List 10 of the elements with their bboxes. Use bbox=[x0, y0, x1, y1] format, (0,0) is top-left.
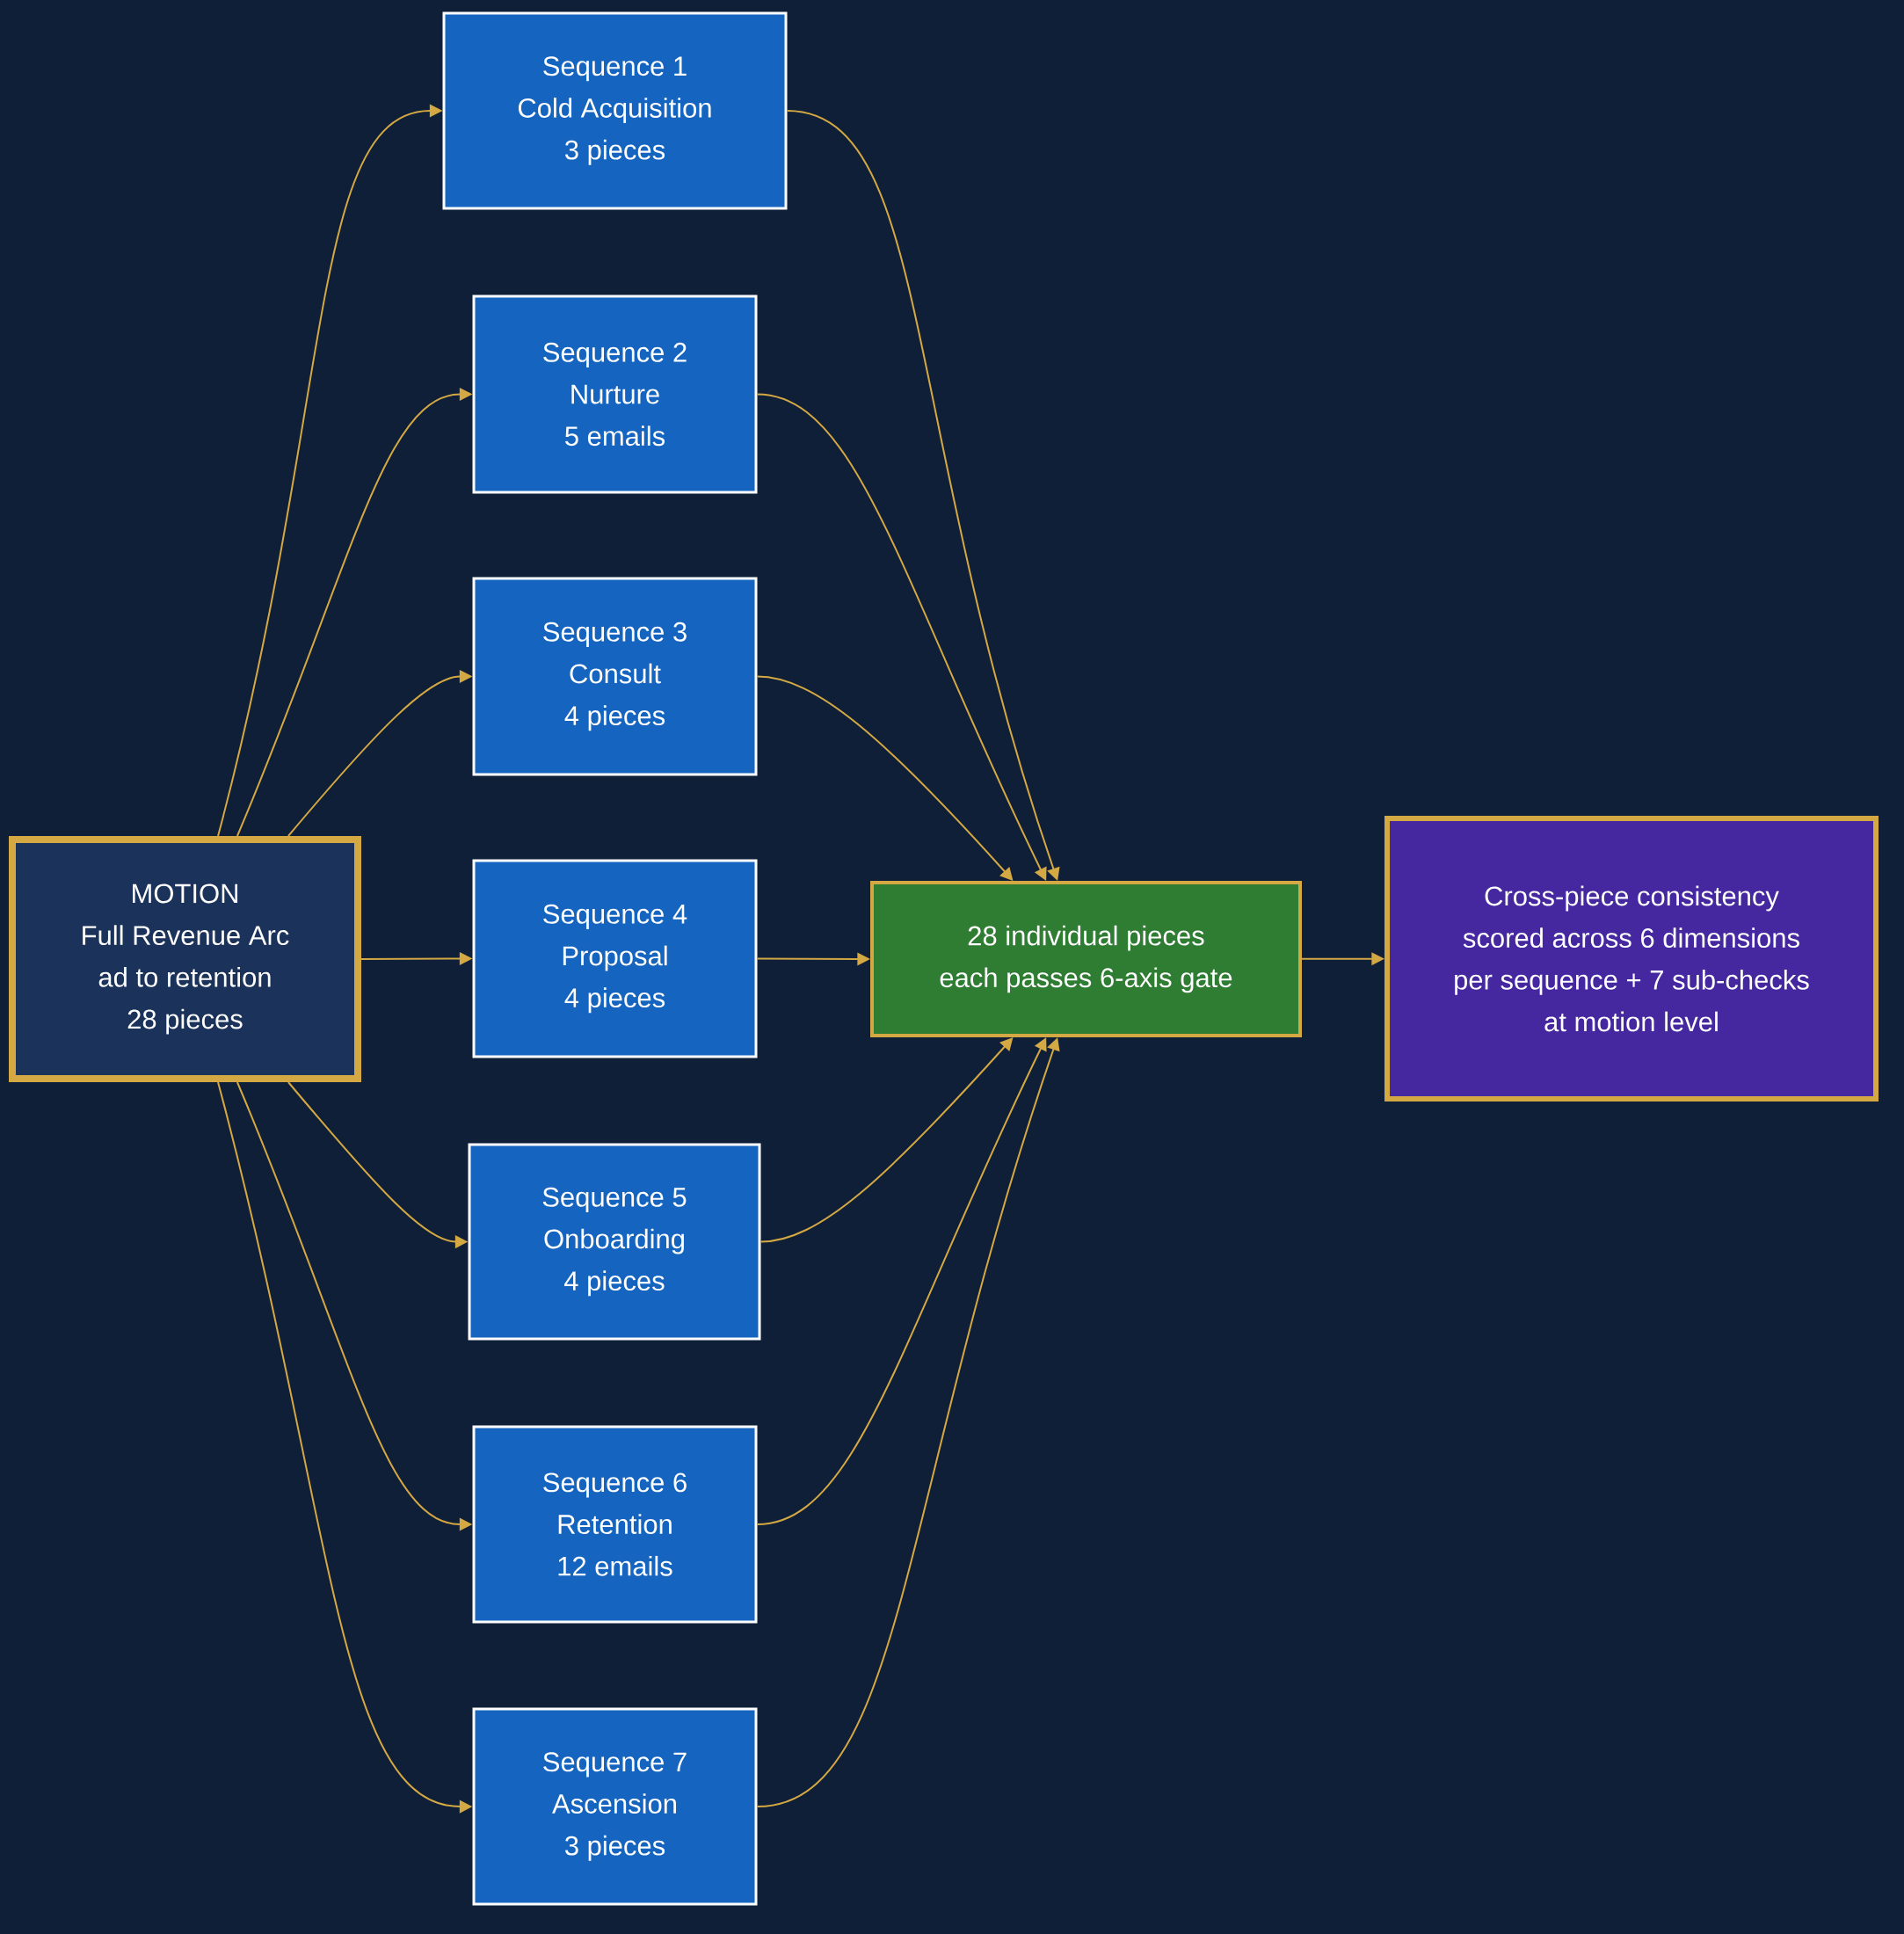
process-box: MOTION Full Revenue Arc ad to retention 28 pieces bbox=[9, 836, 361, 1082]
process-box: Sequence 3 Consult 4 pieces bbox=[472, 577, 758, 776]
process-box: Sequence 7 Ascension 3 pieces bbox=[472, 1707, 758, 1906]
process-box: Sequence 1 Cold Acquisition 3 pieces bbox=[442, 11, 788, 210]
process-box: Sequence 6 Retention 12 emails bbox=[472, 1425, 758, 1624]
process-box: Sequence 2 Nurture 5 emails bbox=[472, 294, 758, 494]
process-box: 28 individual pieces each passes 6-axis gate bbox=[870, 881, 1302, 1037]
process-box: Sequence 5 Onboarding 4 pieces bbox=[468, 1143, 761, 1341]
process-box: Cross-piece consistency scored across 6 dimensions per sequence + 7 sub-checks at motion level bbox=[1384, 816, 1879, 1102]
process-box: Sequence 4 Proposal 4 pieces bbox=[472, 859, 758, 1058]
